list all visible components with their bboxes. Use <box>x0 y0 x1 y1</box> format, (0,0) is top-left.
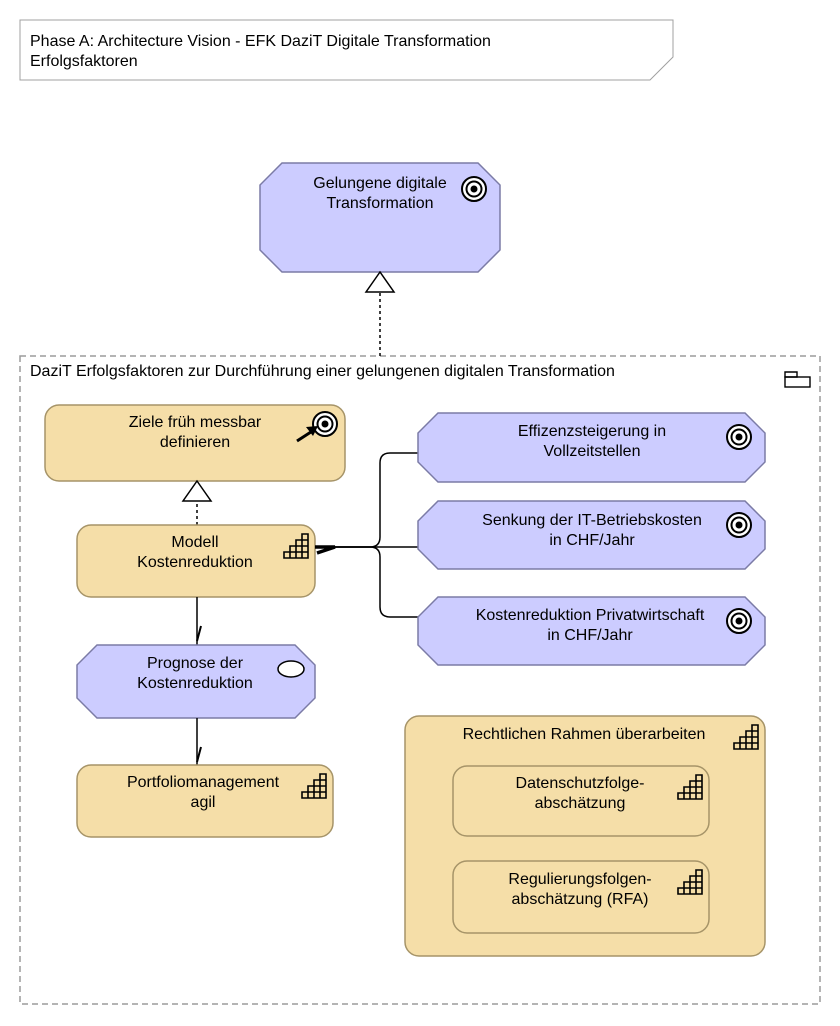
title-line-1: Phase A: Architecture Vision - EFK DaziT… <box>30 33 491 50</box>
realization-arrowhead <box>364 270 396 293</box>
modell-line-1: Modell <box>171 534 218 551</box>
deliverable-oval-icon <box>277 660 305 678</box>
title-line-2: Erfolgsfaktoren <box>30 53 138 70</box>
effizienz-line-1: Effizenzsteigerung in <box>518 423 666 440</box>
deliverable-prognose-kostenreduktion[interactable] <box>76 644 316 719</box>
title-box <box>19 19 674 81</box>
datenschutz-line-1: Datenschutzfolge- <box>516 775 645 792</box>
effizienz-line-2: Vollzeitstellen <box>544 443 641 460</box>
kosten-privat-line-1: Kostenreduktion Privatwirtschaft <box>476 607 705 624</box>
flow-tick <box>196 625 202 642</box>
rahmen-label: Rechtlichen Rahmen überarbeiten <box>463 726 706 743</box>
workpackage-portfoliomanagement-agil[interactable] <box>76 764 334 838</box>
realization-arrowhead-ziele <box>181 479 213 502</box>
ziele-line-2: definieren <box>160 434 230 451</box>
workpackage-regulierungsfolgenabschaetzung[interactable] <box>452 860 710 934</box>
goal-senkung-it-betriebskosten[interactable] <box>417 500 766 570</box>
goal-target-icon <box>726 608 752 634</box>
modell-line-2: Kostenreduktion <box>137 554 253 571</box>
senkung-line-1: Senkung der IT-Betriebskosten <box>482 512 702 529</box>
goal-main-line-1: Gelungene digitale <box>313 175 447 192</box>
association-bold-end <box>315 545 336 555</box>
goal-kostenreduktion-privatwirtschaft[interactable] <box>417 596 766 666</box>
goal-gelungene-digitale-transformation[interactable] <box>259 162 501 273</box>
regulierung-line-1: Regulierungsfolgen- <box>508 871 651 888</box>
regulierung-line-2: abschätzung (RFA) <box>512 891 649 908</box>
outcome-icon <box>296 411 338 443</box>
goal-effizenzsteigerung[interactable] <box>417 412 766 483</box>
workpackage-modell-kostenreduktion[interactable] <box>76 524 316 598</box>
folder-icon <box>784 371 811 388</box>
outcome-ziele-frueh-messbar[interactable] <box>44 404 346 482</box>
flow-tick-2 <box>196 746 202 763</box>
senkung-line-2: in CHF/Jahr <box>549 532 635 549</box>
goal-target-icon <box>726 512 752 538</box>
kosten-privat-line-2: in CHF/Jahr <box>547 627 633 644</box>
portfolio-line-2: agil <box>191 794 216 811</box>
prognose-line-1: Prognose der <box>147 655 244 672</box>
workpackage-datenschutzfolgeabschaetzung[interactable] <box>452 765 710 837</box>
goal-target-icon <box>461 176 487 202</box>
group-label: DaziT Erfolgsfaktoren zur Durchführung e… <box>30 363 615 380</box>
prognose-line-2: Kostenreduktion <box>137 675 253 692</box>
ziele-line-1: Ziele früh messbar <box>129 414 262 431</box>
goal-main-line-2: Transformation <box>327 195 434 212</box>
datenschutz-line-2: abschätzung <box>535 795 626 812</box>
portfolio-line-1: Portfoliomanagement <box>127 774 280 791</box>
goal-target-icon <box>726 424 752 450</box>
